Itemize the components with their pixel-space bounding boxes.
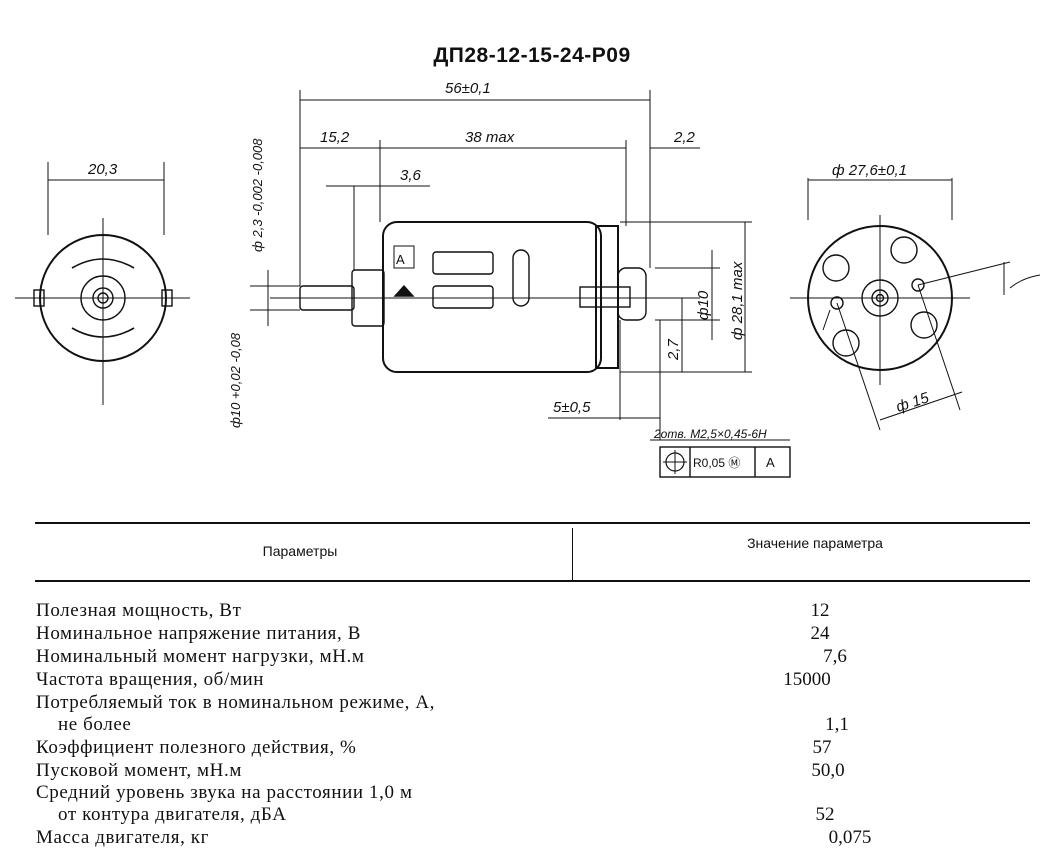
datum-letter: A [396, 252, 405, 267]
dim-shaft: ф 2,3 -0,002 -0,008 [250, 138, 265, 252]
table-row-label-cont: не более [58, 714, 132, 735]
dim-5: 5±0,5 [553, 399, 591, 416]
dim-2-2: 2,2 [673, 129, 696, 146]
table-row-value: 12 [810, 600, 830, 621]
dim-body: ф 28,1 max [729, 261, 746, 340]
table-row-value: 7,6 [823, 646, 847, 667]
table-header-rule [35, 580, 1030, 582]
table-row-value: 0,075 [828, 827, 872, 848]
dim-38max: 38 max [465, 129, 515, 146]
table-row-value: 24 [810, 623, 830, 644]
dim-boss: ф10 +0,02 -0,08 [228, 332, 243, 428]
dim-3-6: 3,6 [400, 167, 422, 184]
header-value: Значение параметра [747, 535, 883, 551]
dim-20-3: 20,3 [87, 161, 118, 178]
side-view [250, 90, 791, 478]
dim-flange: ф 27,6±0,1 [832, 162, 907, 179]
table-row-label: Средний уровень звука на расстоянии 1,0 … [36, 782, 413, 803]
table-row-label: Номинальный момент нагрузки, мН.м [36, 646, 365, 667]
left-end-view [15, 162, 190, 405]
table-row-label: Масса двигателя, кг [36, 827, 210, 848]
table-row-label: Потребляемый ток в номинальном режиме, А… [36, 692, 435, 713]
table-row-label: Коэффициент полезного действия, % [36, 737, 357, 758]
right-end-view [790, 178, 1041, 431]
table-row-value: 50,0 [811, 760, 845, 781]
dim-boss-right: ф10 [695, 290, 712, 320]
motor-drawing: 56±0,1 15,2 38 max 2,2 3,6 20,3 5±0,5 2о… [15, 80, 1041, 478]
table-row-label: Номинальное напряжение питания, В [36, 623, 361, 644]
table-row-value: 52 [815, 804, 835, 825]
table-row-label: Частота вращения, об/мин [36, 669, 264, 690]
table-row-label: Пусковой момент, мН.м [36, 760, 242, 781]
tol-datum: A [766, 455, 775, 470]
dim-2-7: 2,7 [665, 338, 682, 361]
table-row-label-cont: от контура двигателя, дБА [58, 804, 287, 825]
table-top-rule [35, 522, 1030, 524]
header-params: Параметры [262, 543, 338, 559]
dim-pcd: ф 15 [894, 389, 932, 416]
table-row-label: Полезная мощность, Вт [36, 600, 242, 621]
drawing-title: ДП28-12-15-24-Р09 [433, 44, 631, 67]
table-row-value: 1,1 [825, 714, 849, 735]
tol-position: R0,05 Ⓜ [693, 456, 740, 470]
table-row-value: 15000 [783, 669, 831, 690]
holes-note: 2отв. М2,5×0,45-6Н [653, 427, 767, 441]
table-row-value: 57 [812, 737, 832, 758]
table-column-divider [572, 528, 573, 580]
dim-overall: 56±0,1 [445, 80, 491, 97]
dim-15-2: 15,2 [320, 129, 350, 146]
